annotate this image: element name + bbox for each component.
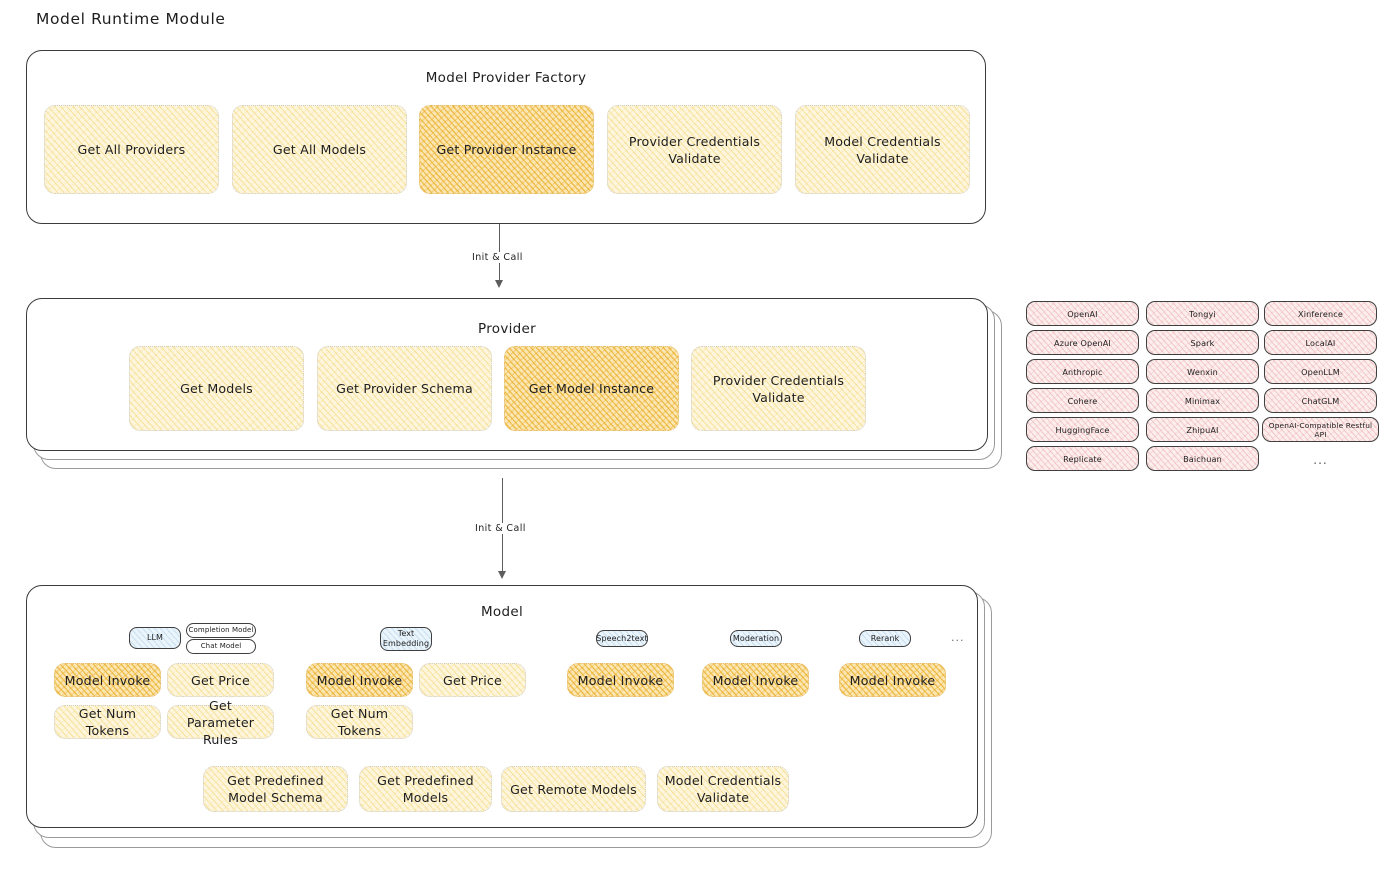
page-title: Model Runtime Module: [36, 10, 226, 28]
node-llm-get-price[interactable]: Get Price: [167, 663, 274, 697]
model-types-more: ...: [951, 631, 965, 644]
provider-pill-baichuan[interactable]: Baichuan: [1146, 446, 1259, 471]
node-llm-model-invoke[interactable]: Model Invoke: [54, 663, 161, 697]
badge-moderation[interactable]: Moderation: [730, 630, 782, 647]
node-get-predefined-models[interactable]: Get Predefined Models: [359, 766, 492, 812]
provider-pill-openllm[interactable]: OpenLLM: [1264, 359, 1377, 384]
provider-pill-zhipuai[interactable]: ZhipuAI: [1146, 417, 1259, 442]
provider-pill-minimax[interactable]: Minimax: [1146, 388, 1259, 413]
node-get-models[interactable]: Get Models: [129, 346, 304, 431]
node-text-embedding-get-price[interactable]: Get Price: [419, 663, 526, 697]
provider-list-more: ...: [1313, 453, 1328, 467]
node-llm-get-parameter-rules[interactable]: Get Parameter Rules: [167, 698, 274, 747]
badge-speech2text[interactable]: Speech2text: [596, 630, 648, 647]
model-title: Model: [480, 604, 524, 620]
provider-pill-anthropic[interactable]: Anthropic: [1026, 359, 1139, 384]
arrow-provider-to-model-label: Init & Call: [471, 523, 530, 534]
node-get-all-providers[interactable]: Get All Providers: [44, 105, 219, 194]
provider-title: Provider: [478, 321, 536, 337]
provider-pill-openai[interactable]: OpenAI: [1026, 301, 1139, 326]
model-panel: [26, 585, 978, 828]
provider-pill-localai[interactable]: LocalAI: [1264, 330, 1377, 355]
provider-pill-cohere[interactable]: Cohere: [1026, 388, 1139, 413]
arrow-factory-to-provider-head: [495, 280, 503, 288]
node-text-embedding-get-num-tokens[interactable]: Get Num Tokens: [306, 705, 413, 739]
provider-pill-xinference[interactable]: Xinference: [1264, 301, 1377, 326]
node-speech2text-model-invoke[interactable]: Model Invoke: [567, 663, 674, 697]
node-get-provider-instance[interactable]: Get Provider Instance: [419, 105, 594, 194]
node-get-predefined-model-schema[interactable]: Get Predefined Model Schema: [203, 766, 348, 812]
provider-pill-replicate[interactable]: Replicate: [1026, 446, 1139, 471]
node-get-model-instance[interactable]: Get Model Instance: [504, 346, 679, 431]
badge-chat-model[interactable]: Chat Model: [186, 639, 256, 654]
provider-pill-spark[interactable]: Spark: [1146, 330, 1259, 355]
node-rerank-model-invoke[interactable]: Model Invoke: [839, 663, 946, 697]
badge-text-embedding[interactable]: Text Embedding: [380, 627, 432, 651]
node-get-all-models[interactable]: Get All Models: [232, 105, 407, 194]
provider-pill-tongyi[interactable]: Tongyi: [1146, 301, 1259, 326]
provider-pill-huggingface[interactable]: HuggingFace: [1026, 417, 1139, 442]
arrow-provider-to-model-head: [498, 571, 506, 579]
node-get-remote-models[interactable]: Get Remote Models: [501, 766, 646, 812]
badge-llm[interactable]: LLM: [129, 627, 181, 649]
node-model-credentials-validate[interactable]: Model Credentials Validate: [795, 105, 970, 194]
node-text-embedding-model-invoke[interactable]: Model Invoke: [306, 663, 413, 697]
node-provider-credentials-validate[interactable]: Provider Credentials Validate: [607, 105, 782, 194]
node-get-provider-schema[interactable]: Get Provider Schema: [317, 346, 492, 431]
provider-pill-wenxin[interactable]: Wenxin: [1146, 359, 1259, 384]
node-provider-credentials-validate-2[interactable]: Provider Credentials Validate: [691, 346, 866, 431]
node-model-credentials-validate-2[interactable]: Model Credentials Validate: [657, 766, 789, 812]
badge-rerank[interactable]: Rerank: [859, 630, 911, 647]
arrow-factory-to-provider-label: Init & Call: [468, 252, 527, 263]
provider-pill-openai-compatible-restful-api[interactable]: OpenAI-Compatible Restful API: [1262, 417, 1379, 442]
node-llm-get-num-tokens[interactable]: Get Num Tokens: [54, 705, 161, 739]
provider-pill-azure-openai[interactable]: Azure OpenAI: [1026, 330, 1139, 355]
provider-pill-chatglm[interactable]: ChatGLM: [1264, 388, 1377, 413]
node-moderation-model-invoke[interactable]: Model Invoke: [702, 663, 809, 697]
badge-completion-model[interactable]: Completion Model: [186, 623, 256, 638]
model-provider-factory-title: Model Provider Factory: [425, 70, 587, 86]
